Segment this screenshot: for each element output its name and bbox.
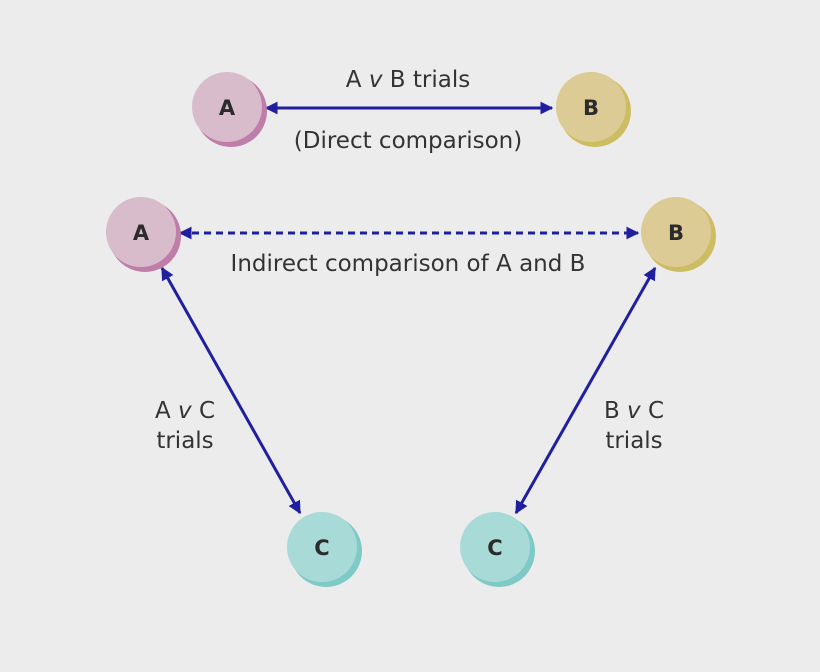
node-a-mid: A xyxy=(106,197,181,272)
node-a-mid-circle xyxy=(106,197,176,267)
a-vs-c-prefix: A xyxy=(155,398,178,424)
b-vs-c-prefix: B xyxy=(604,398,627,424)
node-a-top: A xyxy=(192,72,267,147)
node-a-top-label: A xyxy=(219,96,236,120)
node-c-right-label: C xyxy=(487,536,502,560)
node-b-mid-circle xyxy=(641,197,711,267)
direct-comparison-label: A v B trials xyxy=(346,67,470,93)
indirect-comparison-label: Indirect comparison of A and B xyxy=(231,251,586,277)
node-b-top-label: B xyxy=(583,96,599,120)
node-b-top: B xyxy=(556,72,631,147)
a-vs-c-suffix: C xyxy=(192,398,215,424)
direct-label-prefix: A xyxy=(346,67,369,93)
node-b-mid: B xyxy=(641,197,716,272)
b-vs-c-label-line2: trials xyxy=(605,428,662,454)
node-b-mid-label: B xyxy=(668,221,684,245)
node-c-left-circle xyxy=(287,512,357,582)
node-c-left: C xyxy=(287,512,362,587)
node-b-top-circle xyxy=(556,72,626,142)
direct-comparison-sublabel: (Direct comparison) xyxy=(294,128,522,154)
b-vs-c-label-line1: B v C xyxy=(604,398,664,424)
node-a-top-circle xyxy=(192,72,262,142)
node-c-right: C xyxy=(460,512,535,587)
a-vs-c-label-line1: A v C xyxy=(155,398,215,424)
b-vs-c-arrow xyxy=(514,266,657,515)
b-vs-c-suffix: C xyxy=(641,398,664,424)
node-c-right-circle xyxy=(460,512,530,582)
direct-label-italic: v xyxy=(369,67,383,93)
node-c-left-label: C xyxy=(314,536,329,560)
a-vs-c-italic: v xyxy=(178,398,192,424)
node-a-mid-label: A xyxy=(133,221,150,245)
a-vs-c-label-line2: trials xyxy=(156,428,213,454)
a-vs-c-arrow xyxy=(160,266,302,515)
b-vs-c-italic: v xyxy=(627,398,641,424)
direct-label-suffix: B trials xyxy=(382,67,470,93)
